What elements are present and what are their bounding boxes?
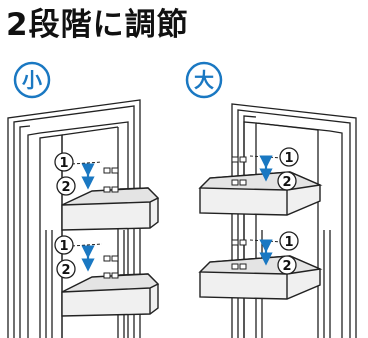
label-2-upper: 2 xyxy=(277,171,297,191)
label-2-lower: 2 xyxy=(56,259,76,279)
page-title: 2段階に調節 xyxy=(6,7,189,43)
slot-icon xyxy=(103,167,119,279)
svg-text:2: 2 xyxy=(282,259,291,274)
label-2-upper: 2 xyxy=(56,176,76,196)
svg-text:1: 1 xyxy=(284,235,293,250)
svg-text:1: 1 xyxy=(59,156,68,171)
panel-small: 小 xyxy=(7,61,160,338)
svg-text:2: 2 xyxy=(61,180,70,195)
svg-text:2: 2 xyxy=(282,175,291,190)
level-lines-small xyxy=(71,161,103,247)
badge-large-label: 大 xyxy=(194,68,214,92)
label-1-upper: 1 xyxy=(279,147,299,167)
door-frame-large xyxy=(231,103,357,338)
badge-small-label: 小 xyxy=(22,68,42,92)
shelf-small-lower xyxy=(61,273,160,317)
panel-large: 大 xyxy=(185,61,357,338)
svg-text:1: 1 xyxy=(284,151,293,166)
badge-small: 小 xyxy=(13,61,51,99)
svg-text:2: 2 xyxy=(61,263,70,278)
shelf-large-lower xyxy=(198,255,323,300)
svg-text:1: 1 xyxy=(59,239,68,254)
shelf-large-upper xyxy=(198,171,323,216)
position-labels-large: 1 2 1 2 xyxy=(277,147,299,275)
slot-icon xyxy=(231,156,247,270)
label-1-lower: 1 xyxy=(54,235,74,255)
label-2-lower: 2 xyxy=(277,255,297,275)
position-labels-small: 1 2 1 2 xyxy=(54,152,76,279)
label-1-upper: 1 xyxy=(54,152,74,172)
badge-large: 大 xyxy=(185,61,223,99)
shelf-small-upper xyxy=(61,187,160,231)
label-1-lower: 1 xyxy=(279,231,299,251)
